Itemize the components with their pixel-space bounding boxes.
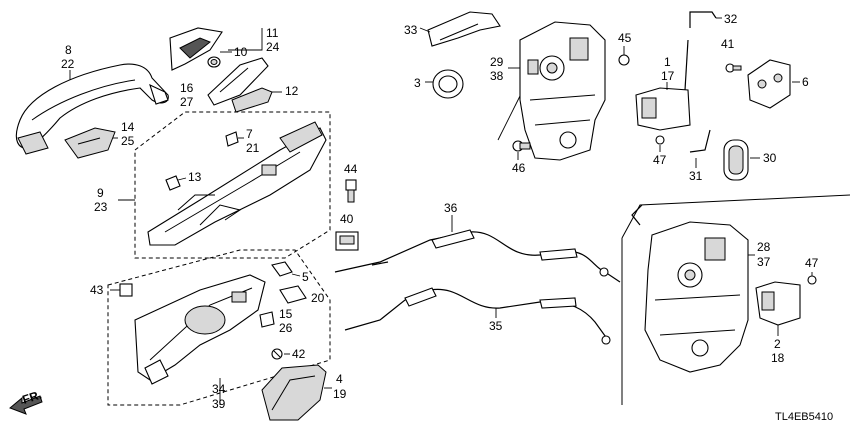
leader-line bbox=[419, 27, 431, 33]
callout-25: 25 bbox=[121, 134, 135, 148]
callout-15: 15 bbox=[279, 307, 293, 321]
actuator-cover-part bbox=[635, 87, 691, 131]
callout-40: 40 bbox=[340, 212, 354, 226]
callout-46: 46 bbox=[512, 161, 526, 175]
leader-line bbox=[291, 273, 301, 277]
screw-47b-part bbox=[807, 275, 817, 285]
leader-line bbox=[497, 95, 521, 141]
callout-47: 47 bbox=[805, 256, 819, 270]
diagram-code: TL4EB5410 bbox=[775, 411, 833, 423]
rod-clip-part bbox=[165, 175, 181, 191]
inner-assembly-box bbox=[107, 249, 331, 406]
callout-33: 33 bbox=[404, 23, 418, 37]
screw-41-part bbox=[725, 63, 742, 73]
callout-16: 16 bbox=[180, 81, 194, 95]
small-clip-part bbox=[259, 311, 275, 328]
callout-21: 21 bbox=[246, 141, 260, 155]
handle-base-part bbox=[64, 127, 116, 159]
switch-part bbox=[335, 231, 359, 251]
callout-37: 37 bbox=[757, 255, 771, 269]
handle-cap-part bbox=[207, 57, 269, 106]
callout-35: 35 bbox=[489, 319, 503, 333]
callout-10: 10 bbox=[234, 45, 248, 59]
screw-part bbox=[271, 348, 283, 360]
callout-9: 9 bbox=[97, 186, 104, 200]
rod-32-part bbox=[684, 11, 717, 91]
outer-handle-part bbox=[15, 63, 169, 155]
direction-label: FR. bbox=[21, 388, 44, 407]
callout-36: 36 bbox=[444, 201, 458, 215]
callout-7: 7 bbox=[246, 127, 253, 141]
inner-handle-part bbox=[261, 364, 327, 421]
assembly-group-box bbox=[134, 111, 331, 259]
callout-13: 13 bbox=[188, 170, 202, 184]
rear-actuator-cover-part bbox=[755, 281, 801, 326]
cable-36-part bbox=[334, 229, 621, 283]
callout-11: 11 bbox=[266, 26, 279, 40]
callout-43: 43 bbox=[90, 283, 104, 297]
door-lock-actuator-part bbox=[519, 21, 606, 161]
handle-cover-part bbox=[169, 27, 223, 71]
callout-27: 27 bbox=[180, 95, 194, 109]
o-ring-part bbox=[432, 69, 464, 99]
callout-30: 30 bbox=[763, 151, 777, 165]
rear-door-lock-part bbox=[631, 204, 749, 373]
rod-31-part bbox=[689, 129, 711, 153]
callout-44: 44 bbox=[344, 162, 358, 176]
callout-6: 6 bbox=[802, 75, 809, 89]
rear-group-outline bbox=[621, 194, 850, 239]
callout-26: 26 bbox=[279, 321, 293, 335]
key-cylinder-part bbox=[207, 56, 221, 68]
callout-45: 45 bbox=[618, 31, 632, 45]
callout-42: 42 bbox=[292, 347, 306, 361]
callout-41: 41 bbox=[721, 37, 735, 51]
callout-3: 3 bbox=[414, 76, 421, 90]
callout-2: 2 bbox=[774, 337, 781, 351]
callout-1: 1 bbox=[664, 55, 671, 69]
handle-base-frame-part bbox=[147, 121, 327, 246]
callout-22: 22 bbox=[61, 57, 75, 71]
screw-45-part bbox=[618, 54, 630, 66]
callout-47: 47 bbox=[653, 153, 667, 167]
clip-part bbox=[225, 131, 239, 147]
bolt-part bbox=[345, 179, 357, 203]
lock-protector-part bbox=[427, 11, 501, 47]
door-striker-part bbox=[747, 59, 791, 109]
leader-line bbox=[228, 28, 263, 51]
rod-holder-part bbox=[279, 285, 307, 304]
grommet-part bbox=[723, 139, 749, 181]
lever-part bbox=[271, 261, 293, 277]
callout-20: 20 bbox=[311, 291, 325, 305]
front-arrow-icon bbox=[9, 395, 43, 415]
callout-19: 19 bbox=[333, 387, 347, 401]
inner-handle-clip-part bbox=[119, 283, 133, 297]
handle-spring-part bbox=[231, 87, 273, 113]
callout-4: 4 bbox=[336, 372, 343, 386]
callout-32: 32 bbox=[724, 12, 738, 26]
callout-12: 12 bbox=[285, 84, 299, 98]
callout-17: 17 bbox=[661, 69, 675, 83]
callout-31: 31 bbox=[689, 169, 703, 183]
callout-5: 5 bbox=[302, 270, 309, 284]
callout-8: 8 bbox=[65, 43, 72, 57]
flange-bolt-part bbox=[512, 140, 531, 152]
callout-39: 39 bbox=[212, 397, 226, 411]
leader-line bbox=[177, 177, 187, 181]
callout-38: 38 bbox=[490, 69, 504, 83]
callout-14: 14 bbox=[121, 120, 135, 134]
inner-handle-base-part bbox=[134, 274, 266, 385]
callout-28: 28 bbox=[757, 240, 771, 254]
callout-34: 34 bbox=[212, 382, 226, 396]
callout-29: 29 bbox=[490, 55, 504, 69]
screw-47-part bbox=[655, 135, 665, 145]
callout-18: 18 bbox=[771, 351, 785, 365]
callout-23: 23 bbox=[94, 200, 108, 214]
cable-35-part bbox=[344, 287, 611, 345]
callout-24: 24 bbox=[266, 40, 280, 54]
